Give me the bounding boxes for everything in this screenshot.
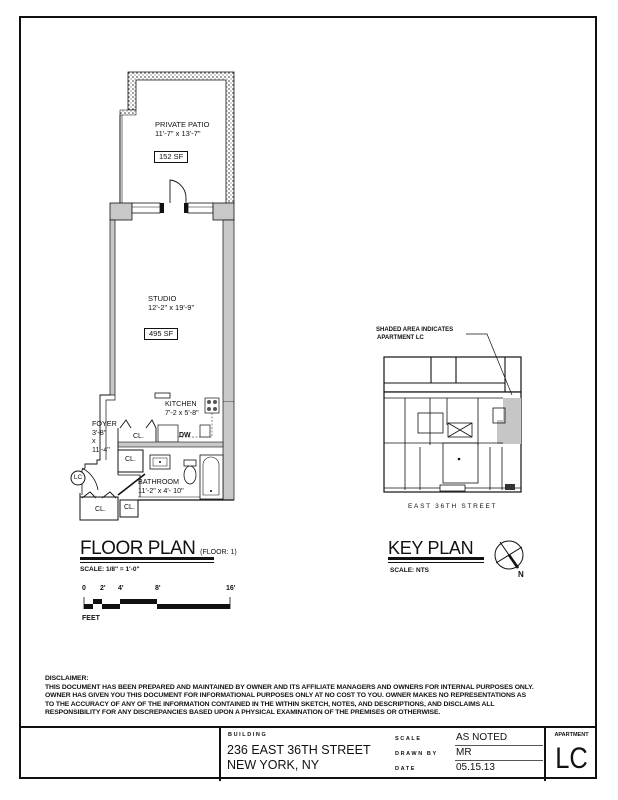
title-block: BUILDING 236 EAST 36TH STREET NEW YORK, … [19, 726, 597, 781]
callout-leader [466, 333, 513, 396]
building-cell: BUILDING 236 EAST 36TH STREET NEW YORK, … [219, 728, 371, 781]
closet-label: CL. [124, 504, 135, 511]
street-label: EAST 36TH STREET [408, 503, 498, 510]
room-dims: 11'-2" x 4'- 10" [138, 485, 184, 495]
closet-label: CL. [95, 506, 106, 513]
room-name: FOYER [92, 419, 117, 428]
room-name: STUDIO [148, 294, 177, 303]
toilet-icon [183, 465, 197, 485]
title-underline [80, 557, 214, 560]
scale-bar [83, 597, 231, 609]
title-underline [388, 557, 484, 560]
disclaimer-heading: DISCLAIMER: [45, 675, 89, 682]
room-dims: 12'-2" x 19'-9" [148, 303, 195, 312]
drawing-info: SCALE AS NOTED DRAWN BY MR DATE 05.15.13 [389, 728, 547, 781]
patio-door-swing [169, 179, 187, 203]
title-underline-thin [388, 562, 484, 563]
bath-door [117, 473, 146, 496]
closet-label: CL. [133, 433, 144, 440]
key-plan-drawing [383, 333, 522, 493]
fridge [157, 424, 179, 443]
room-area-badge: 152 SF [154, 151, 189, 163]
scale-tick: 0 [82, 585, 86, 592]
north-label: N [518, 570, 524, 579]
drawing-sheet-border [19, 16, 597, 779]
floor-note: (FLOOR: 1) [200, 549, 237, 556]
apartment-cell: APARTMENT LC [544, 728, 597, 781]
key-plan-scale: SCALE: NTS [390, 567, 429, 574]
room-bathroom: BATHROOM 11'-2" x 4'- 10" [138, 477, 184, 495]
room-kitchen: KITCHEN 7'-2 x 5'-8" [165, 399, 199, 417]
apartment-id: LC [555, 742, 588, 775]
room-dims: 7'-2 x 5'-8" [165, 407, 199, 417]
room-name: KITCHEN [165, 399, 197, 408]
scale-tick: 16' [226, 585, 236, 592]
room-area-badge: 495 SF [144, 328, 179, 340]
room-name: BATHROOM [138, 477, 179, 486]
floor-plan-title: FLOOR PLAN (FLOOR: 1) [80, 538, 237, 559]
apartment-label: APARTMENT [554, 732, 589, 738]
room-name: PRIVATE PATIO [155, 120, 210, 129]
key-plan-callout: SHADED AREA INDICATES APARTMENT LC [376, 327, 454, 341]
unit-tag-circle [70, 470, 86, 486]
info-row-drawn-by: DRAWN BY MR [389, 747, 547, 761]
scale-unit: FEET [82, 615, 100, 622]
patio-area [119, 71, 235, 204]
studio-north-wall [109, 202, 235, 221]
key-plan-title: KEY PLAN [388, 538, 474, 558]
title-underline-thin [80, 562, 214, 563]
scale-tick: 4' [118, 585, 124, 592]
disclaimer: DISCLAIMER: THIS DOCUMENT HAS BEEN PREPA… [45, 675, 600, 718]
closet-label: CL. [125, 456, 136, 463]
stove-icon [204, 397, 220, 414]
room-foyer: FOYER 3'-8" x 11'-4" [92, 419, 117, 454]
building-label: BUILDING [228, 732, 268, 738]
entry-door-swing [81, 467, 99, 491]
info-row-date: DATE 05.15.13 [395, 762, 495, 773]
bathtub-icon [199, 454, 224, 500]
dishwasher-label: DW [179, 432, 191, 439]
kitchen-sink-icon [199, 424, 211, 438]
room-patio: PRIVATE PATIO 11'-7" x 13'-7" [155, 120, 209, 138]
info-row-scale: SCALE AS NOTED [389, 732, 547, 746]
floor-plan-scale: SCALE: 1/8" = 1'-0" [80, 566, 140, 573]
scale-tick: 8' [155, 585, 161, 592]
room-studio: STUDIO 12'-2" x 19'-9" [148, 294, 194, 312]
north-arrow-icon [494, 540, 524, 570]
scale-tick: 2' [100, 585, 106, 592]
unit-tag: LC [73, 474, 83, 481]
room-dims: 11'-7" x 13'-7" [155, 129, 201, 138]
studio-walls [84, 219, 235, 501]
building-address: 236 EAST 36TH STREET NEW YORK, NY [227, 743, 371, 772]
